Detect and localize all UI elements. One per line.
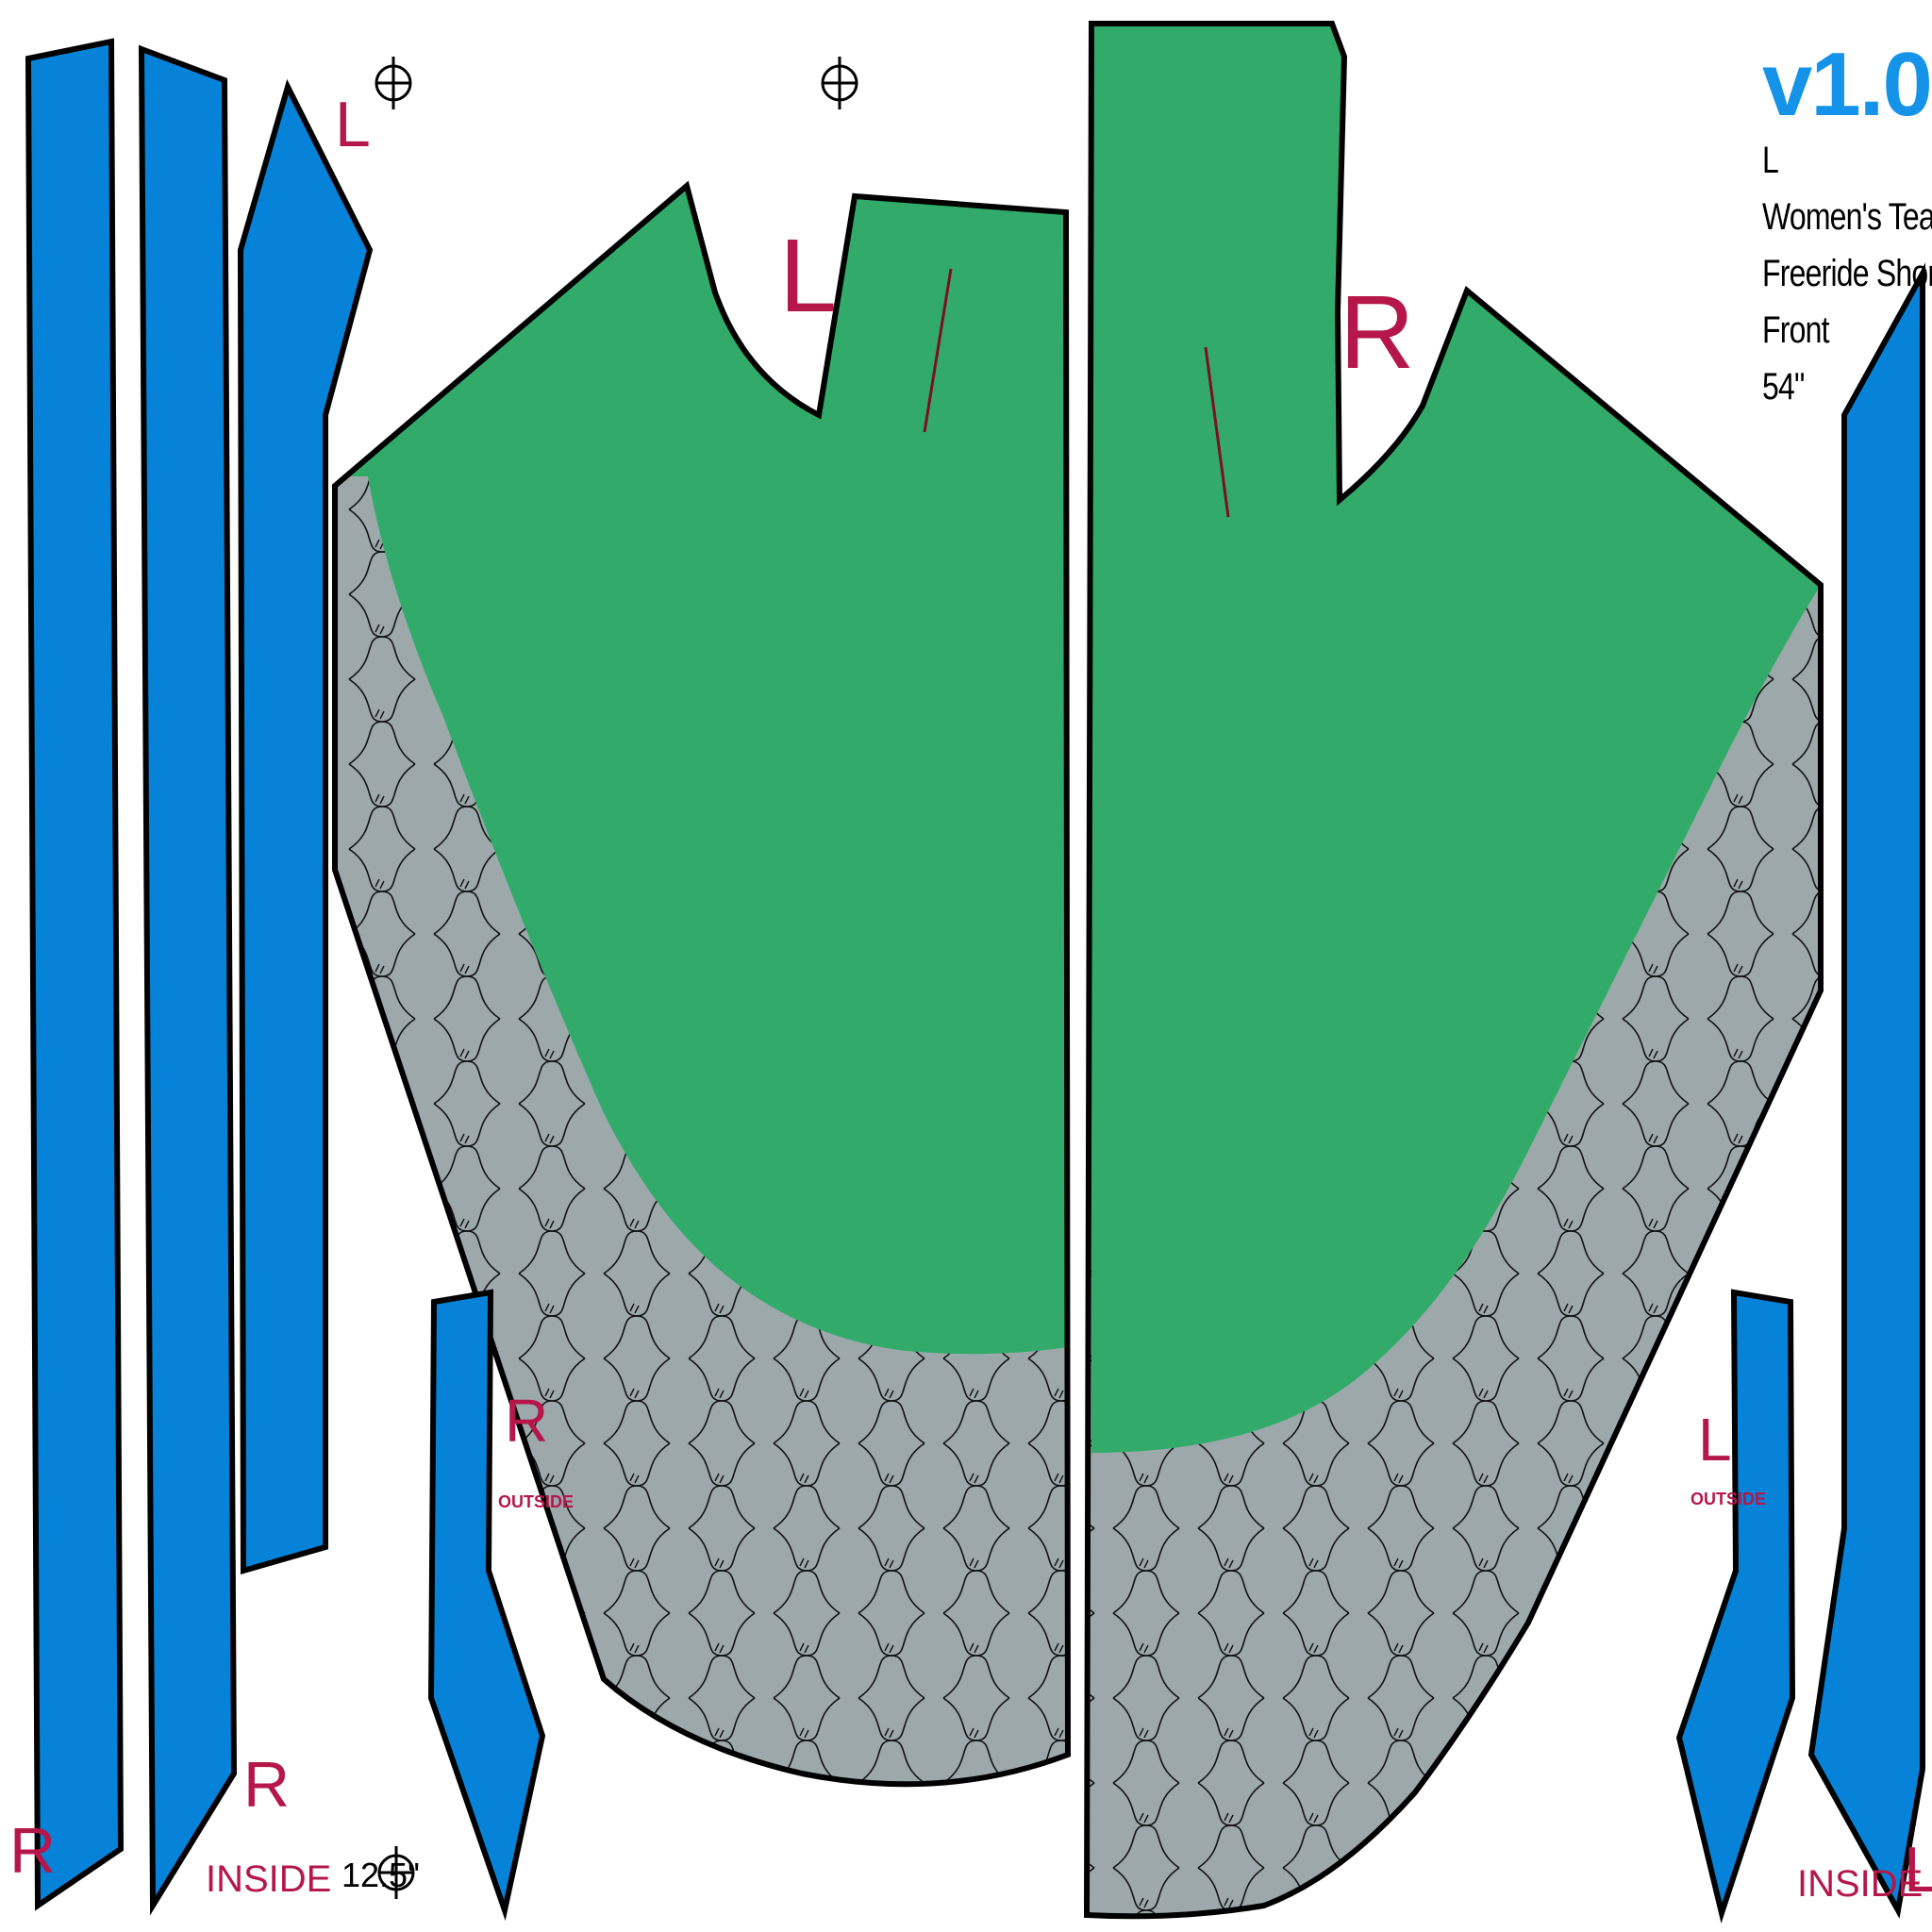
- crosshair-icon: [821, 57, 858, 109]
- panel-left-label: L: [779, 218, 837, 334]
- strip-2-label: R: [243, 1749, 290, 1821]
- fabric-width-label: 54": [1762, 366, 1805, 408]
- crosshair-icon: [375, 57, 412, 109]
- team-label: Women's Team: [1762, 196, 1932, 238]
- pocket-right-side: OUTSIDE: [1690, 1490, 1766, 1508]
- inside-label-left: INSIDE: [206, 1858, 331, 1900]
- pocket-left-letter: R: [505, 1387, 548, 1455]
- size-label: L: [1762, 140, 1779, 181]
- pocket-right-letter: L: [1698, 1406, 1732, 1474]
- crosshair-icon: [377, 1846, 415, 1899]
- pocket-left-side: OUTSIDE: [498, 1492, 574, 1511]
- scale-label: 12.5": [341, 1856, 420, 1894]
- side-strip-2: R INSIDE: [138, 44, 331, 1916]
- side-strip-3: L: [237, 78, 374, 1574]
- panel-left-green-area: [335, 186, 1068, 1355]
- side-strip-4: L INSIDE: [1797, 262, 1932, 1919]
- side-strip-1: R: [9, 38, 125, 1911]
- version-label: v1.0: [1762, 34, 1932, 135]
- pocket-piece-right: L OUTSIDE: [1675, 1289, 1796, 1924]
- product-label: Freeride Short: [1762, 253, 1932, 294]
- panel-right-green-area: [1091, 24, 1821, 1453]
- panel-right-label: R: [1340, 275, 1414, 391]
- inside-label-right: INSIDE: [1797, 1863, 1923, 1905]
- pocket-piece-left: R OUTSIDE: [427, 1289, 574, 1922]
- strip-4-label: L: [1904, 1834, 1932, 1906]
- strip-1-label: R: [9, 1815, 56, 1887]
- strip-3-label: L: [335, 89, 371, 160]
- info-block: v1.0 L Women's Team Freeride Short Front…: [1762, 38, 1932, 415]
- piece-label: Front: [1762, 309, 1829, 351]
